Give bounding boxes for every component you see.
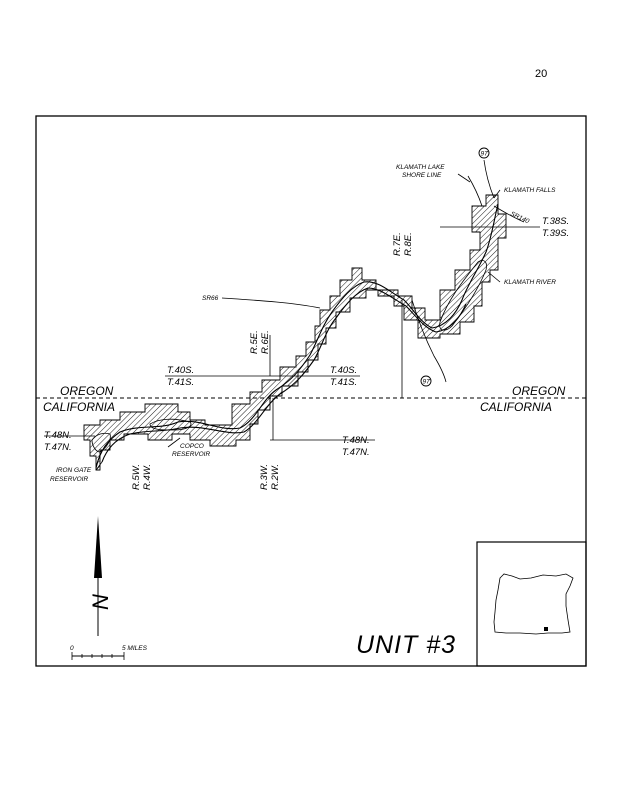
- north-label: N: [88, 594, 113, 610]
- label-california-right: CALIFORNIA: [480, 400, 552, 414]
- label-r5w: R.5W.: [131, 464, 142, 490]
- label-california-left: CALIFORNIA: [43, 400, 115, 414]
- copco-reservoir-shape: [149, 418, 192, 431]
- township-range-lines: [44, 226, 540, 441]
- klamath-river-line: [95, 203, 499, 469]
- label-t40s-left: T.40S.: [167, 365, 194, 376]
- label-r8e: R.8E.: [403, 232, 414, 256]
- highway-97-shield-bottom: 97: [420, 375, 432, 387]
- sr66-line: [221, 297, 321, 309]
- highway-97-south-line: [411, 299, 447, 383]
- label-r6e: R.6E.: [260, 330, 271, 354]
- inset-frame: [476, 541, 587, 667]
- highway-97-shield-top: 97: [478, 147, 490, 159]
- label-t41s-right: T.41S.: [330, 377, 357, 388]
- label-r7e: R.7E.: [392, 232, 403, 256]
- label-oregon-right: OREGON: [512, 384, 566, 398]
- label-iron-gate-reservoir: RESERVOIR: [50, 476, 88, 483]
- label-t48n-right: T.48N.: [342, 435, 370, 446]
- unit-title: UNIT #3: [356, 631, 456, 659]
- north-arrow-icon: N: [88, 516, 113, 636]
- label-sr140: SR140: [509, 210, 530, 225]
- inset-unit-marker: [544, 627, 548, 631]
- label-t40s-right: T.40S.: [330, 365, 357, 376]
- management-area: [83, 194, 507, 471]
- label-r4w: R.4W.: [142, 464, 153, 490]
- scale-start: 0: [70, 645, 74, 652]
- scale-end: 5 MILES: [122, 645, 148, 652]
- highway-97-label-top: 97: [481, 151, 489, 158]
- scale-bar: 0 5 MILES: [70, 645, 148, 660]
- label-t47n-right: T.47N.: [342, 447, 370, 458]
- label-t41s-left: T.41S.: [167, 377, 194, 388]
- leader-lines: [95, 173, 501, 471]
- label-t48n-left: T.48N.: [44, 430, 72, 441]
- label-klamath-falls: KLAMATH FALLS: [504, 187, 556, 194]
- label-r2w: R.2W.: [270, 464, 281, 490]
- label-r3w: R.3W.: [259, 464, 270, 490]
- label-t47n-left: T.47N.: [44, 442, 72, 453]
- label-t39s: T.39S.: [542, 228, 569, 239]
- iron-gate-reservoir-shape: [91, 432, 111, 453]
- label-copco-reservoir: RESERVOIR: [172, 451, 210, 458]
- highway-97-label-bottom: 97: [423, 379, 431, 386]
- label-oregon-left: OREGON: [60, 384, 114, 398]
- label-iron-gate: IRON GATE: [56, 467, 92, 474]
- label-klamath-lake: KLAMATH LAKE: [396, 164, 445, 171]
- label-shore-line: SHORE LINE: [402, 172, 442, 179]
- highway-97-line: [483, 159, 495, 199]
- label-copco: COPCO: [180, 443, 204, 450]
- oregon-inset-outline: [493, 573, 574, 635]
- label-t38s: T.38S.: [542, 216, 569, 227]
- klamath-river-reservoir: [439, 260, 487, 331]
- label-r5e: R.5E.: [249, 330, 260, 354]
- sr140-line: [493, 205, 525, 223]
- label-klamath-river: KLAMATH RIVER: [504, 279, 556, 286]
- map-frame: [35, 115, 587, 667]
- lake-shore-line: [467, 175, 483, 207]
- label-sr66: SR66: [202, 295, 219, 302]
- page-number: 20: [535, 68, 548, 80]
